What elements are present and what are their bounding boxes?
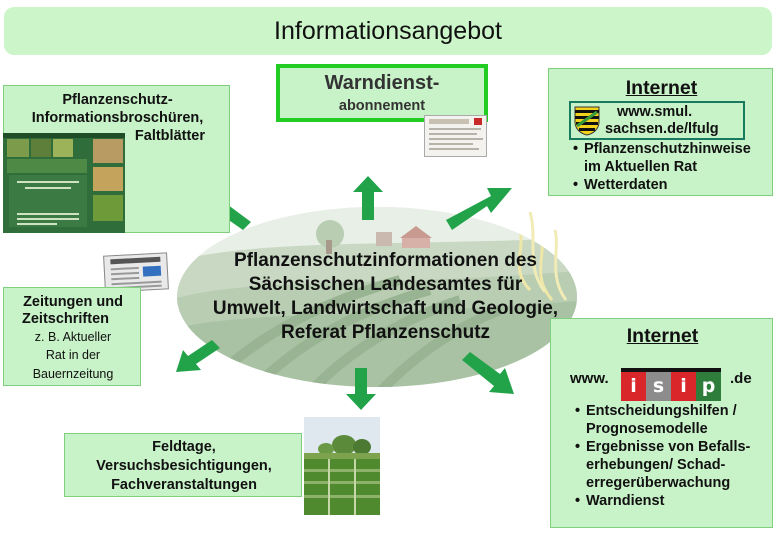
- isip-url-suffix[interactable]: .de: [730, 370, 752, 387]
- list-item: Wetterdaten: [572, 176, 751, 194]
- center-line: Referat Pflanzenschutz: [280, 322, 491, 343]
- center-heading: Pflanzenschutzinformationen des Sächsisc…: [188, 249, 583, 345]
- fielddays-line: Fachveranstaltungen: [111, 477, 257, 493]
- fielddays-line: Versuchsbesichtigungen,: [96, 458, 272, 474]
- list-item: Pflanzenschutzhinweise: [572, 140, 751, 158]
- isip-url-prefix[interactable]: www.: [570, 370, 609, 387]
- arrow-lower-left: [176, 340, 220, 372]
- internet-isip-list: Entscheidungshilfen / Prognosemodelle Er…: [574, 402, 750, 510]
- isip-logo-letter: i: [621, 372, 646, 401]
- center-line: Pflanzenschutzinformationen des: [234, 250, 537, 271]
- list-item-continuation: Prognosemodelle: [586, 421, 708, 437]
- warndienst-document-thumbnail: [424, 115, 487, 157]
- brochures-title-line: Faltblätter: [134, 128, 205, 144]
- newspapers-box: Zeitungen und Zeitschriften z. B. Aktuel…: [3, 287, 141, 386]
- fielddays-line: Feldtage,: [152, 439, 216, 455]
- arrow-upper-right: [446, 188, 512, 230]
- isip-logo[interactable]: i s i p: [621, 368, 721, 401]
- saxony-crest-icon: [574, 106, 600, 136]
- warndienst-title: Warndienst-: [324, 72, 440, 94]
- list-item-continuation: erregerüberwachung: [586, 475, 731, 491]
- list-item: Entscheidungshilfen /: [574, 402, 750, 420]
- arrow-lower-right: [462, 352, 514, 394]
- center-line: Umwelt, Landwirtschaft und Geologie,: [212, 298, 559, 319]
- center-line: Sächsischen Landesamtes für: [248, 274, 523, 295]
- newspapers-sub-line: z. B. Aktueller: [34, 330, 112, 344]
- list-item-continuation: im Aktuellen Rat: [584, 159, 698, 175]
- smul-url-link[interactable]: www.smul. sachsen.de/lfulg: [569, 101, 745, 140]
- newspapers-sub-line: Rat in der: [45, 348, 101, 362]
- arrow-down: [346, 368, 376, 410]
- internet-smul-title: Internet: [625, 77, 698, 99]
- fielddays-box: Feldtage, Versuchsbesichtigungen, Fachve…: [64, 433, 302, 497]
- field-trial-photo: [304, 417, 380, 515]
- newspapers-sub-line: Bauernzeitung: [32, 367, 114, 381]
- smul-url-line: www.smul.: [617, 104, 693, 120]
- list-item: Warndienst: [574, 492, 750, 510]
- page-title: Informationsangebot: [274, 16, 502, 45]
- internet-smul-list: Pflanzenschutzhinweise im Aktuellen Rat …: [572, 140, 751, 194]
- isip-logo-letter: p: [696, 372, 721, 401]
- warndienst-box: Warndienst- abonnement: [276, 64, 488, 122]
- isip-logo-letter: s: [646, 372, 671, 401]
- smul-url-line: sachsen.de/lfulg: [605, 121, 719, 137]
- list-item-continuation: erhebungen/ Schad-: [586, 457, 726, 473]
- brochure-thumbnail: [3, 133, 125, 233]
- internet-smul-box: Internet www.smul. sachsen.de/lfulg: [548, 68, 773, 196]
- brochures-title-line: Pflanzenschutz-: [62, 92, 173, 108]
- list-item: Ergebnisse von Befalls-: [574, 438, 750, 456]
- title-banner: Informationsangebot: [4, 7, 772, 55]
- internet-isip-title: Internet: [626, 325, 699, 347]
- newspapers-title-line: Zeitungen und: [23, 294, 123, 310]
- newspapers-title-line: Zeitschriften: [22, 311, 110, 327]
- warndienst-subtitle: abonnement: [338, 98, 426, 114]
- brochures-title-line: Informationsbroschüren,: [31, 110, 204, 126]
- isip-logo-letter: i: [671, 372, 696, 401]
- arrow-up: [353, 176, 383, 220]
